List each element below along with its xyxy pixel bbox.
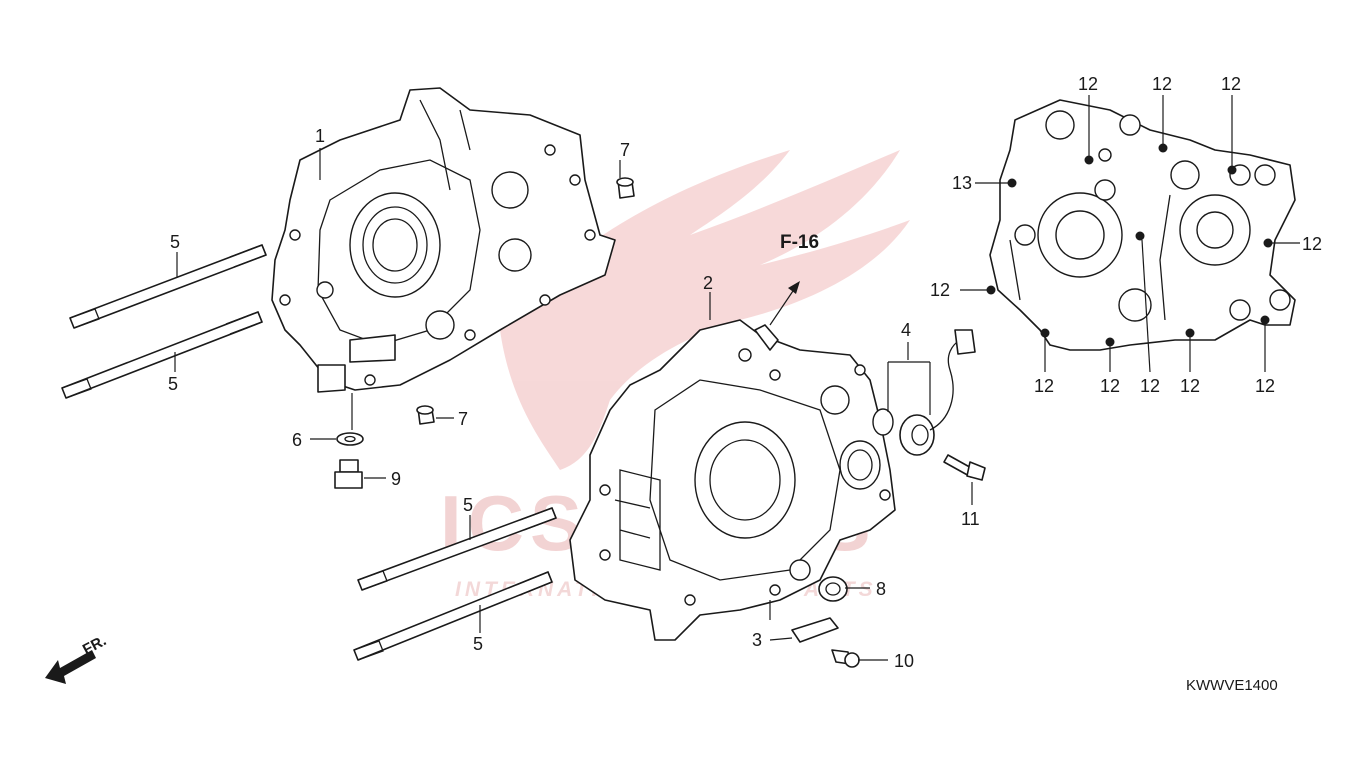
crankcase-gasket — [986, 99, 1296, 351]
callout-number: 10 — [894, 651, 914, 671]
callout-number: 7 — [620, 140, 630, 160]
left-crankcase — [271, 87, 616, 393]
callout-number: 12 — [1140, 376, 1160, 396]
callout-number: 7 — [458, 409, 468, 429]
callout-number: 12 — [1152, 74, 1172, 94]
watermark-wing-logo — [500, 150, 910, 470]
reference-arrow — [769, 281, 800, 326]
flange-bolt — [831, 649, 860, 668]
callout-number: 8 — [876, 579, 886, 599]
callout-number: 12 — [930, 280, 950, 300]
stud-bolt — [357, 507, 557, 591]
callout-number: 12 — [1078, 74, 1098, 94]
callout-number: 3 — [752, 630, 762, 650]
callout-number: 11 — [961, 509, 980, 529]
leader-lines — [174, 95, 1300, 661]
callout-number: 9 — [391, 469, 401, 489]
callout-number: 12 — [1255, 376, 1275, 396]
callout-number: 12 — [1180, 376, 1200, 396]
callout-number: 5 — [473, 634, 483, 654]
front-direction-arrow — [45, 650, 96, 684]
callout-number: 12 — [1302, 234, 1322, 254]
dowel-pin — [416, 405, 435, 425]
neutral-switch-assembly — [899, 329, 976, 456]
right-crankcase — [569, 319, 896, 641]
dowel-pin — [616, 177, 635, 199]
callout-number: 5 — [168, 374, 178, 394]
callout-number: 12 — [1034, 376, 1054, 396]
washer — [336, 432, 364, 446]
setting-plate — [791, 617, 839, 643]
stud-bolt — [69, 244, 267, 329]
oil-seal — [818, 576, 848, 602]
callout-number: 12 — [1100, 376, 1120, 396]
callout-number: 13 — [952, 173, 972, 193]
callout-number: 6 — [292, 430, 302, 450]
stud-bolts — [61, 244, 557, 661]
stud-bolt — [353, 571, 553, 661]
catalog-code: KWWVE1400 — [1186, 677, 1278, 694]
callout-number: 5 — [463, 495, 473, 515]
hex-bolt — [943, 454, 986, 481]
callout-number: 4 — [901, 320, 911, 340]
drain-bolt — [334, 459, 363, 489]
reference-label: F-16 — [780, 232, 819, 253]
callout-number: 5 — [170, 232, 180, 252]
stud-bolt — [61, 311, 263, 399]
callout-number: 12 — [1221, 74, 1241, 94]
o-ring — [872, 408, 894, 436]
callout-number: 1 — [315, 126, 325, 146]
callout-number: 2 — [703, 273, 713, 293]
